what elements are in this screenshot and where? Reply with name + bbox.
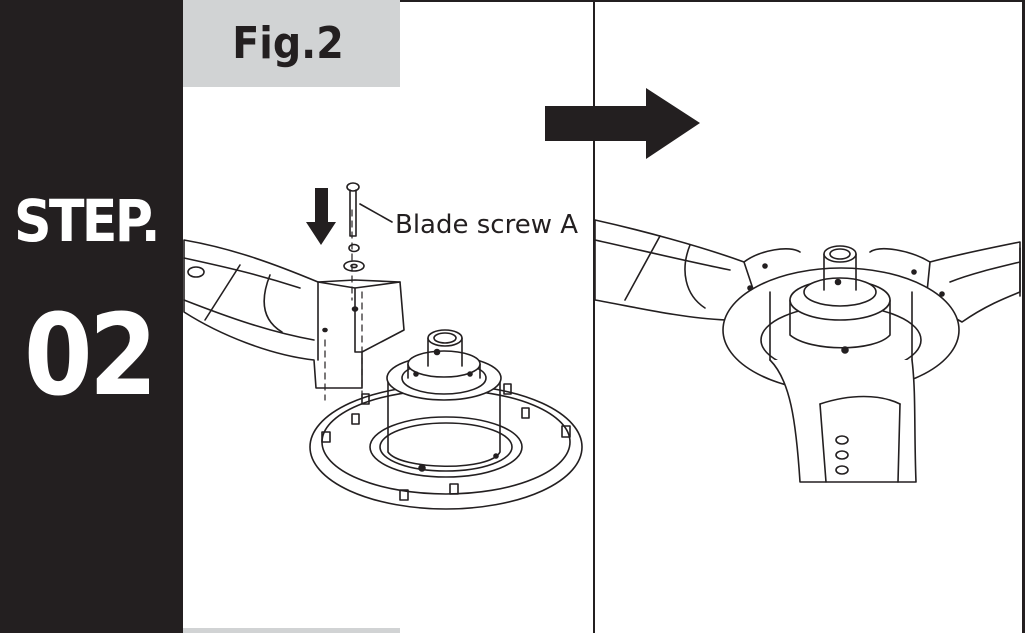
step-sidebar: STEP. 02 — [0, 0, 183, 633]
figure-label: Fig.2 — [232, 18, 344, 69]
bottom-tab — [183, 628, 400, 633]
right-border — [1022, 0, 1025, 633]
blade-arm-left — [183, 239, 405, 389]
top-border — [400, 0, 1025, 2]
step-number: 02 — [24, 291, 158, 421]
assembled-hub-right — [594, 219, 1021, 483]
hub-plate-left — [309, 329, 583, 510]
right-arrow-icon — [545, 88, 700, 159]
blade-screw-parts — [343, 182, 393, 272]
blade-screw-callout: Blade screw A — [395, 210, 579, 240]
panel-divider — [593, 0, 595, 633]
alignment-lines — [324, 209, 363, 401]
step-label: STEP. — [14, 187, 161, 255]
figure-tab: Fig.2 — [183, 0, 400, 87]
down-arrow-icon — [306, 188, 336, 245]
